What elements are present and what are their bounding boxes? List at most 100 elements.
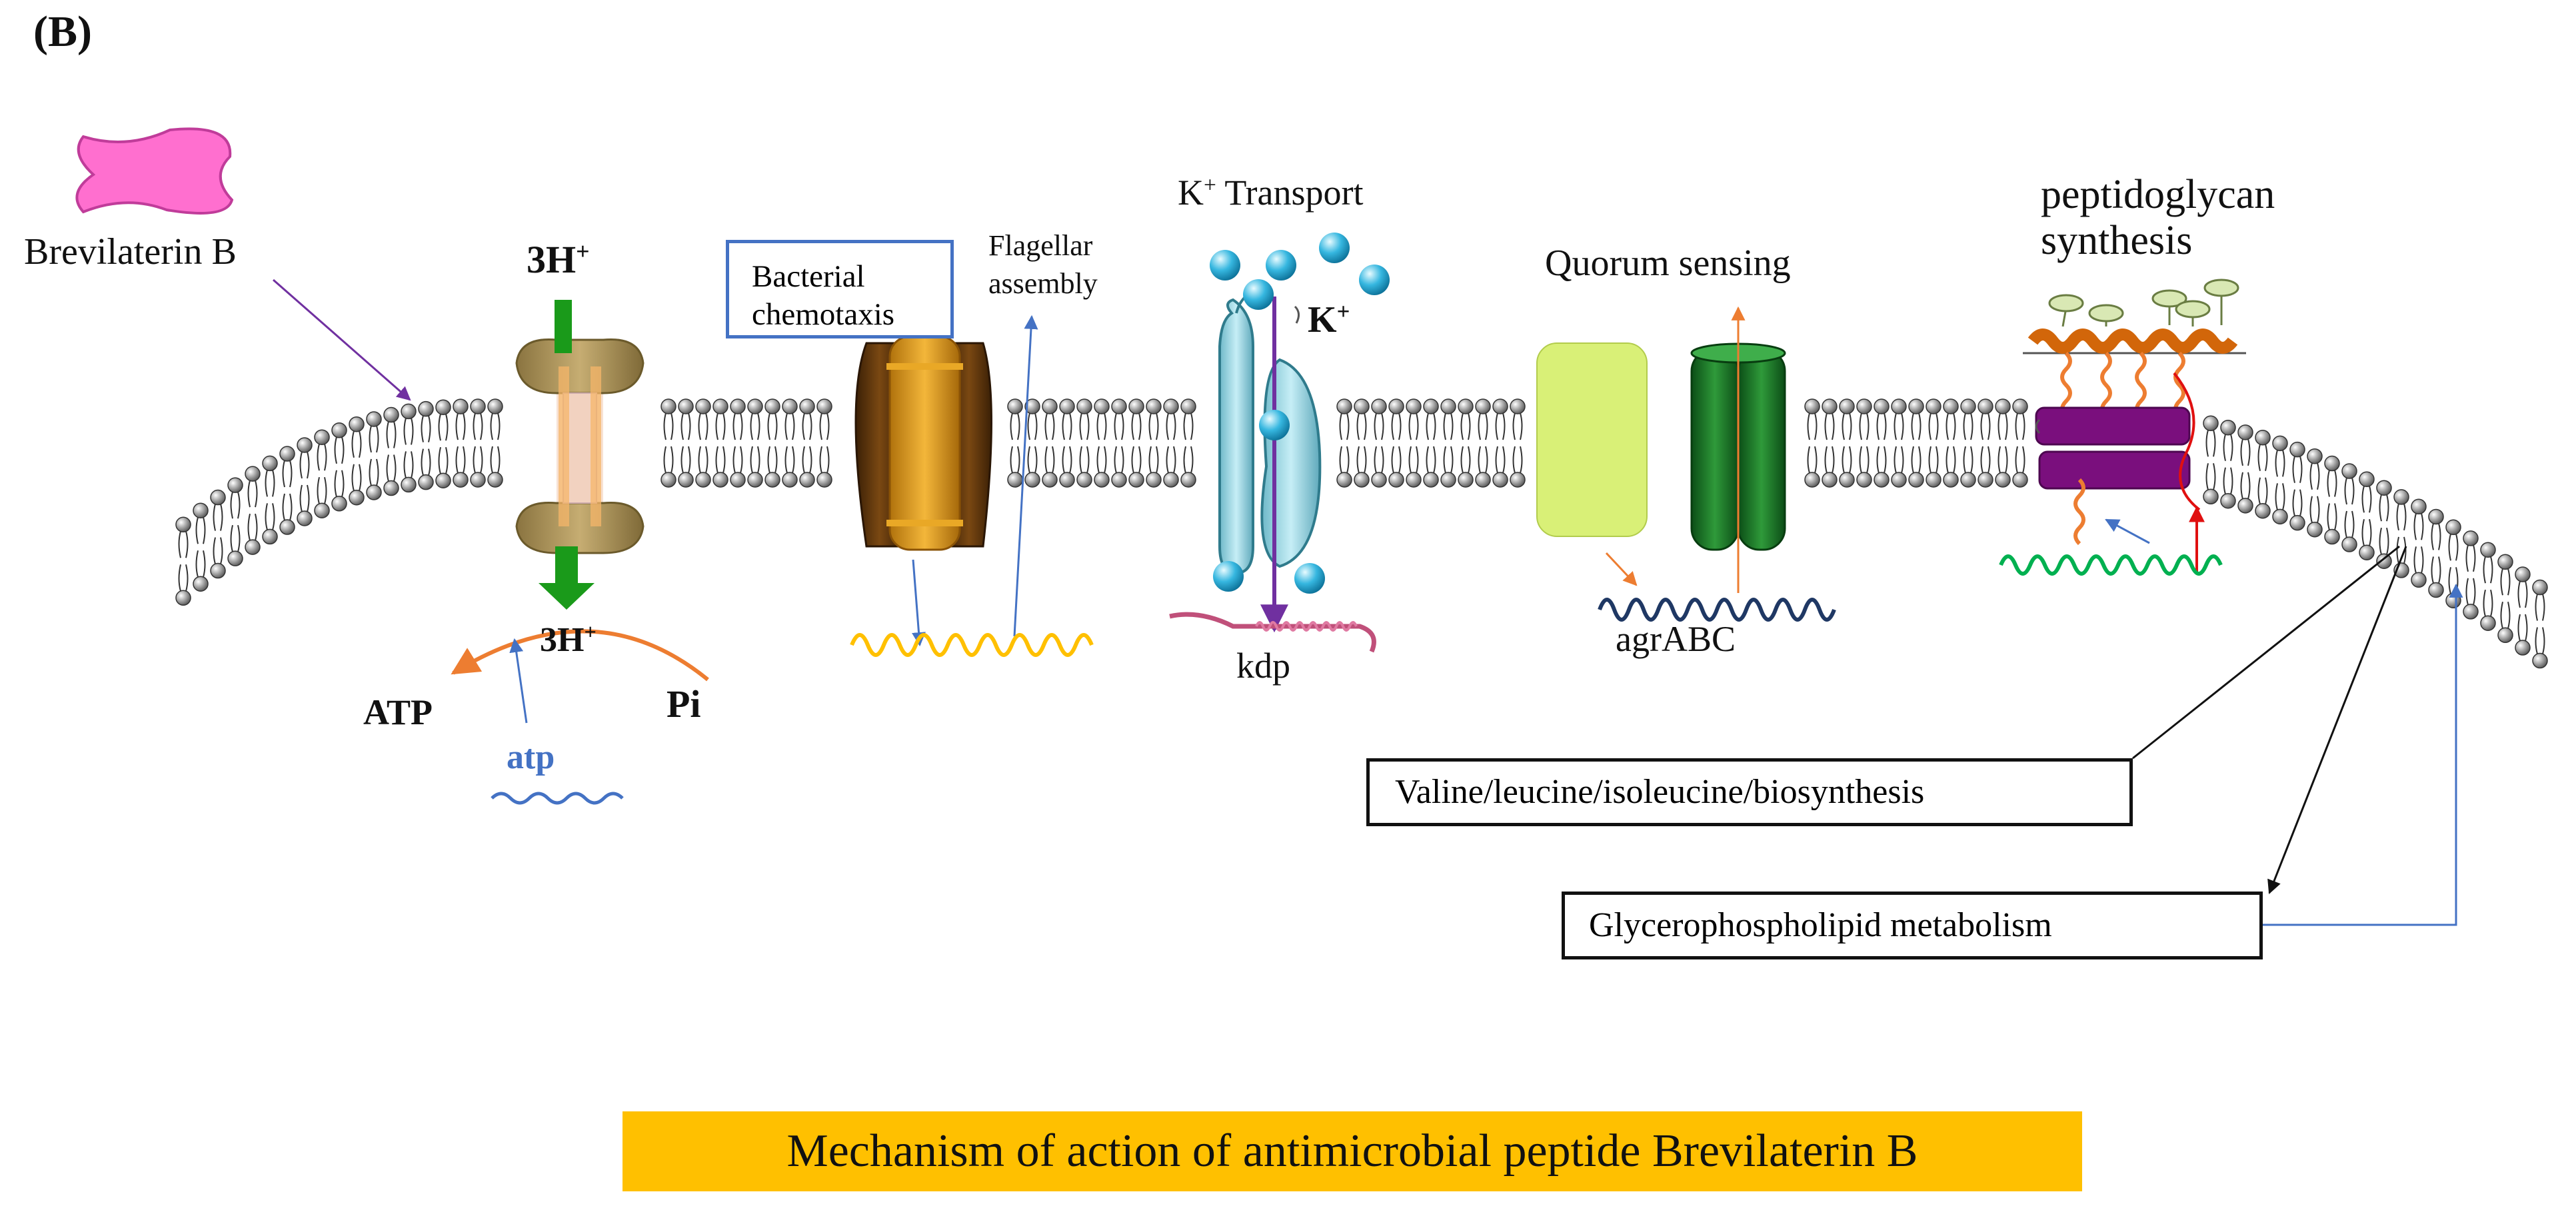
phospholipid xyxy=(2532,579,2548,596)
phospholipid xyxy=(2535,594,2545,621)
phospholipid xyxy=(2483,556,2493,584)
phospholipid xyxy=(2463,604,2479,620)
phospholipid xyxy=(490,412,501,440)
phospholipid xyxy=(2465,578,2476,606)
phospholipid xyxy=(1010,412,1020,440)
phospholipid xyxy=(1406,472,1422,488)
phospholipid xyxy=(401,403,417,420)
phospholipid xyxy=(1094,472,1110,488)
phospholipid xyxy=(2379,527,2389,555)
phospholipid xyxy=(1945,446,1956,474)
phospholipid xyxy=(698,412,708,440)
phospholipid xyxy=(1146,398,1162,414)
phospholipid xyxy=(663,446,674,474)
atp-synthesis-arc xyxy=(451,629,709,682)
valine-pathway-connector xyxy=(2132,545,2400,760)
phospholipid xyxy=(2309,496,2320,523)
phospholipid xyxy=(1997,412,2008,440)
phospholipid xyxy=(1356,412,1367,440)
agrabc-gene-strand xyxy=(1598,598,1836,622)
phospholipid xyxy=(764,472,780,488)
phospholipid xyxy=(1044,412,1055,440)
phospholipid xyxy=(2411,498,2427,515)
phospholipid xyxy=(1960,472,1976,488)
phospholipid xyxy=(2428,508,2444,525)
phospholipid xyxy=(487,472,503,488)
phospholipid xyxy=(1146,472,1162,488)
valine-pathway-box: Valine/leucine/isoleucine/biosynthesis xyxy=(1366,758,2133,826)
phospholipid xyxy=(802,446,812,474)
phospholipid xyxy=(2220,419,2236,436)
phospholipid xyxy=(1945,412,1956,440)
pg-gene-arrow-blue xyxy=(2105,518,2150,544)
phospholipid xyxy=(819,446,830,474)
glycero-pathway-box: Glycerophospholipid metabolism xyxy=(1562,892,2263,959)
phospholipid xyxy=(1336,472,1352,488)
phospholipid xyxy=(1391,412,1402,440)
phospholipid xyxy=(750,446,760,474)
phospholipid xyxy=(2012,472,2028,488)
phospholipid xyxy=(1859,446,1870,474)
phospholipid xyxy=(2428,582,2444,598)
phospholipid xyxy=(473,412,483,440)
phospholipid xyxy=(2015,446,2025,474)
phospholipid xyxy=(799,398,815,414)
phospholipid xyxy=(193,576,209,592)
phospholipid xyxy=(245,539,261,555)
phospholipid xyxy=(1510,398,1526,414)
phospholipid xyxy=(1096,446,1107,474)
lipid-bilayer-membrane xyxy=(175,398,2548,669)
phospholipid xyxy=(299,484,310,512)
phospholipid xyxy=(1960,398,1976,414)
phospholipid xyxy=(383,480,399,496)
phospholipid xyxy=(299,451,310,479)
phospholipid xyxy=(1977,398,1993,414)
phospholipid xyxy=(1997,446,2008,474)
phospholipid xyxy=(1842,412,1852,440)
phospholipid xyxy=(2500,568,2511,596)
phospholipid xyxy=(2480,542,2496,558)
phospholipid xyxy=(715,446,726,474)
phospholipid xyxy=(1894,446,1904,474)
phospholipid xyxy=(314,429,330,445)
phospholipid xyxy=(782,472,798,488)
proton-flow-arrow xyxy=(539,300,595,610)
phospholipid xyxy=(698,446,708,474)
phospholipid xyxy=(334,436,345,464)
phospholipid xyxy=(1183,412,1194,440)
phospholipid xyxy=(2359,471,2375,487)
phospholipid xyxy=(213,504,223,531)
phospholipid xyxy=(660,398,676,414)
phospholipid xyxy=(487,398,503,414)
phospholipid xyxy=(802,412,812,440)
phospholipid xyxy=(2275,483,2285,510)
phospholipid xyxy=(2272,435,2288,452)
phospholipid xyxy=(1478,446,1488,474)
phospholipid xyxy=(1391,446,1402,474)
phospholipid xyxy=(2361,519,2372,546)
phospholipid xyxy=(1339,412,1350,440)
phospholipid xyxy=(1458,398,1474,414)
phospholipid xyxy=(1995,472,2011,488)
phospholipid xyxy=(455,446,466,474)
phospholipid xyxy=(2396,536,2407,564)
phospholipid xyxy=(732,412,743,440)
phospholipid xyxy=(349,416,365,432)
phospholipid xyxy=(1354,398,1370,414)
phospholipid xyxy=(715,412,726,440)
phospholipid xyxy=(421,448,431,476)
flagellar-assembly-label: Flagellar assembly xyxy=(988,229,1098,301)
flagellar-assembly-arrow xyxy=(1013,314,1038,637)
phospholipid xyxy=(1131,446,1142,474)
phospholipid xyxy=(1131,412,1142,440)
phospholipid xyxy=(1024,472,1040,488)
bacterial-chemotaxis-box: Bacterial chemotaxis xyxy=(726,240,954,338)
phospholipid xyxy=(1807,446,1818,474)
phospholipid xyxy=(712,472,728,488)
flagellar-motor-protein xyxy=(854,335,992,551)
phospholipid xyxy=(1495,412,1506,440)
phospholipid xyxy=(1977,472,1993,488)
phospholipid xyxy=(1510,472,1526,488)
phospholipid xyxy=(1096,412,1107,440)
phospholipid xyxy=(438,413,449,441)
